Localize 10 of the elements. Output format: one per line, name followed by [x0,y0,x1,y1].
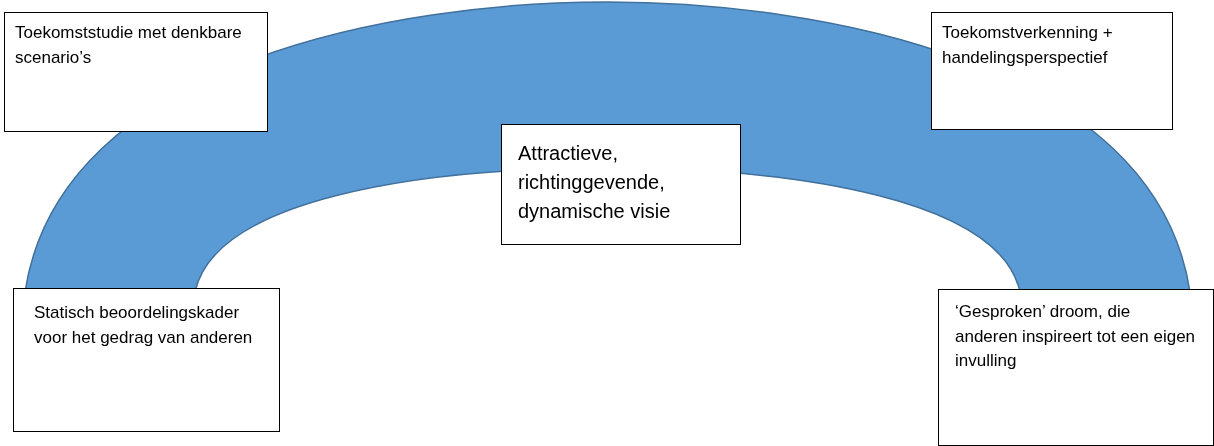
box-text: Statisch beoordelingskader voor het gedrag van anderen [34,302,254,349]
box-text: Toekomstverkenning + handelingsperspectief [942,22,1114,69]
text-box [931,12,1173,130]
box-text: Attractieve, richtinggevende, dynamische visie [518,141,672,224]
text-box [4,12,268,132]
text-box [938,289,1214,446]
box-text: ‘Gesproken’ droom, die anderen inspireert tot een eigen invulling [955,301,1197,373]
box-text: Toekomststudie met denkbare scenario’s [15,22,243,69]
text-box [501,124,741,245]
text-box [13,288,280,432]
